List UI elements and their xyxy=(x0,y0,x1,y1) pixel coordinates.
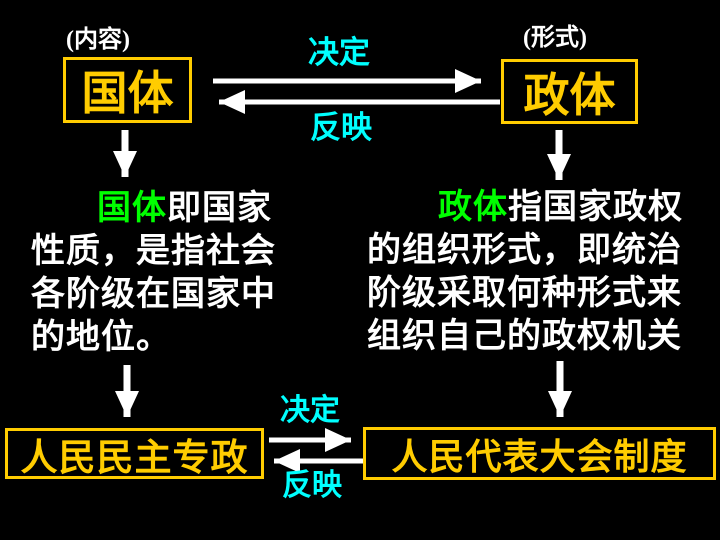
peoples-democratic-dictatorship-label: 人民民主专政 xyxy=(20,437,249,479)
zhengti-term: 政体 xyxy=(438,189,508,226)
zhengti-definition: 政体指国家政权 的组织形式，即统治 阶级采取何种形式来 组织自己的政权机关 xyxy=(367,186,697,358)
zhengti-box-label: 政体 xyxy=(523,69,616,121)
guoti-term: 国体 xyxy=(97,190,167,227)
guoti-definition-line3: 各阶级在国家中 xyxy=(31,276,276,313)
zhengti-definition-line4: 组织自己的政权机关 xyxy=(367,318,682,355)
guoti-line1-rest: 即国家 xyxy=(167,190,272,227)
decides-label-top: 决定 xyxy=(308,35,370,70)
guoti-definition-line2: 性质，是指社会 xyxy=(31,233,276,270)
reflects-label-top: 反映 xyxy=(310,110,372,145)
zhengti-definition-line2: 的组织形式，即统治 xyxy=(367,232,682,269)
guoti-definition: 国体即国家 性质，是指社会 各阶级在国家中 的地位。 xyxy=(31,187,331,359)
peoples-democratic-dictatorship-box: 人民民主专政 xyxy=(5,428,264,479)
guoti-box: 国体 xyxy=(63,57,192,123)
form-label: (形式) xyxy=(523,25,587,51)
zhengti-line1-rest: 指国家政权 xyxy=(508,189,683,226)
zhengti-definition-line1: 政体指国家政权 xyxy=(367,186,697,229)
content-label: (内容) xyxy=(66,27,130,53)
guoti-definition-line4: 的地位。 xyxy=(31,319,171,356)
decides-label-bottom: 决定 xyxy=(280,394,340,427)
zhengti-box: 政体 xyxy=(501,59,638,124)
guoti-box-label: 国体 xyxy=(81,68,174,119)
guoti-definition-line1: 国体即国家 xyxy=(31,187,331,230)
peoples-congress-system-box: 人民代表大会制度 xyxy=(363,427,716,480)
peoples-congress-system-label: 人民代表大会制度 xyxy=(391,436,688,477)
reflects-label-bottom: 反映 xyxy=(282,469,342,502)
zhengti-definition-line3: 阶级采取何种形式来 xyxy=(367,275,682,312)
